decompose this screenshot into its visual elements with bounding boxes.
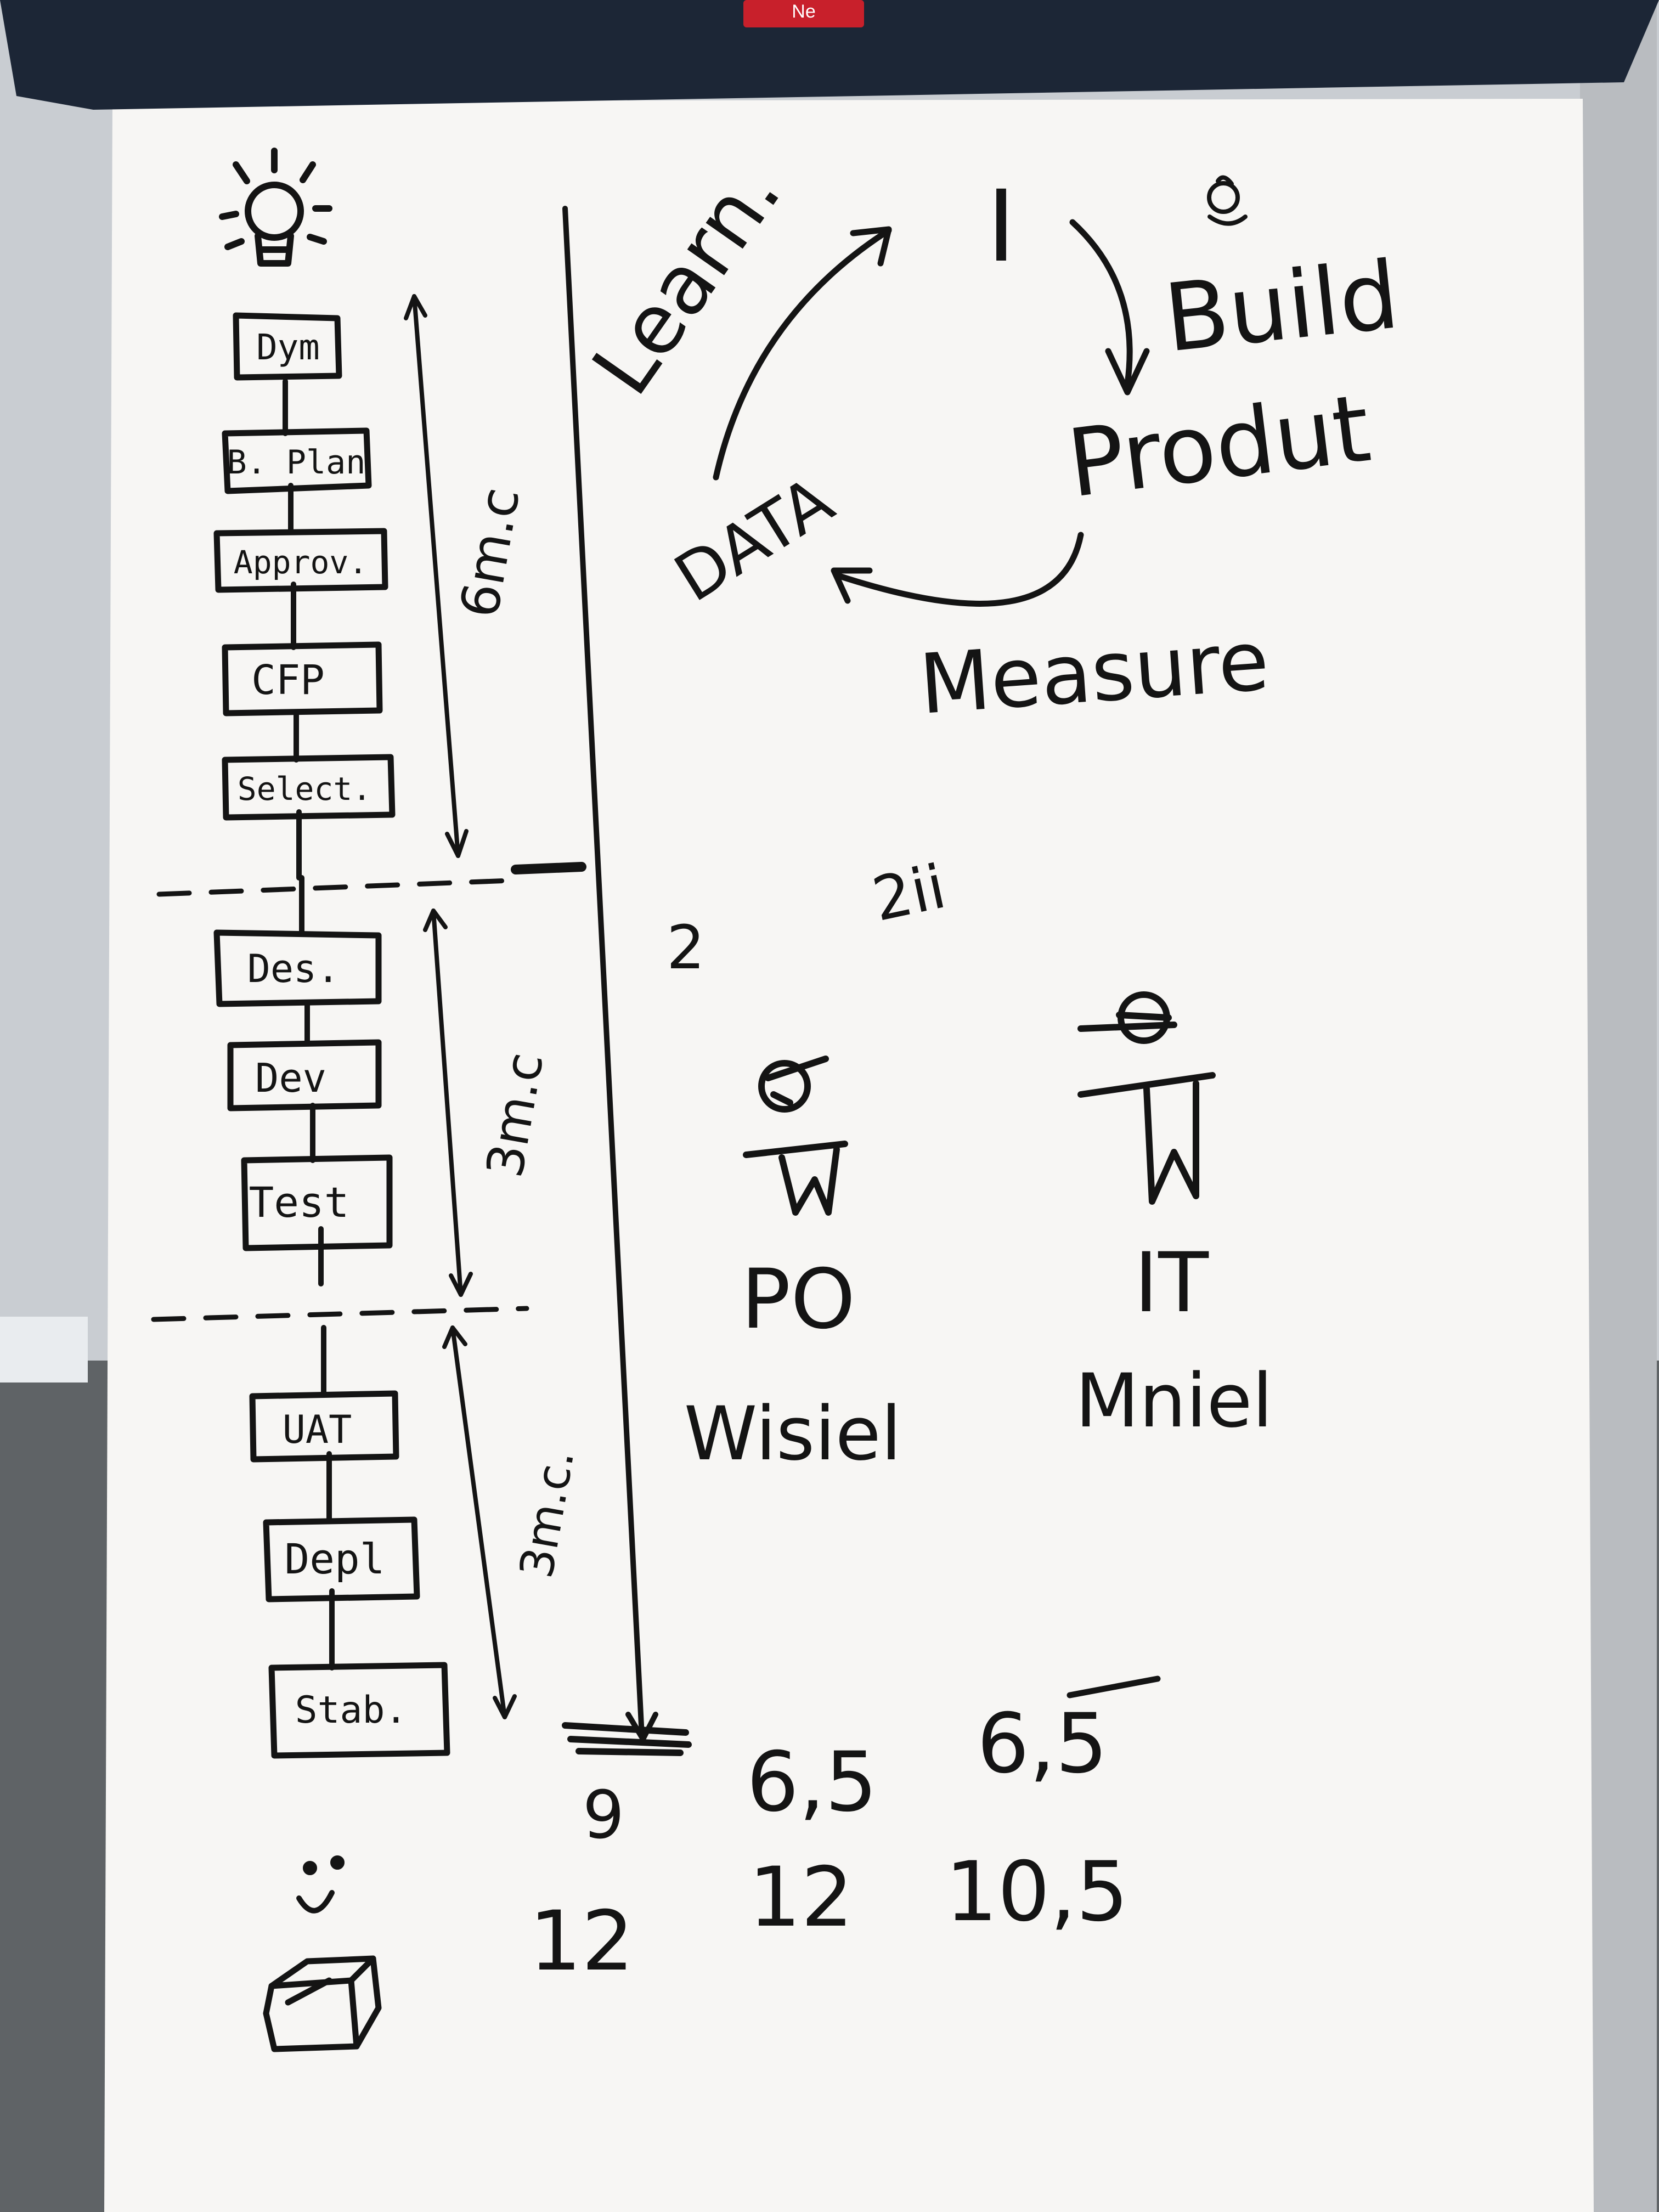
svg-text:Stab.: Stab. — [295, 1689, 408, 1732]
flow-step-bplan: B. Plan — [222, 427, 372, 494]
svg-text:Select.: Select. — [238, 770, 371, 808]
cycle-arrows — [713, 219, 1150, 607]
flow-connectors — [283, 379, 335, 1671]
total-timeline-top: 9 — [583, 1778, 624, 1854]
brand-tab — [743, 0, 864, 27]
svg-text:Dev: Dev — [255, 1055, 326, 1101]
cycle-center-label: I — [986, 170, 1015, 284]
person-it-name: Mniel — [1075, 1358, 1273, 1444]
person-po-role: PO — [741, 1252, 856, 1347]
flipchart-paper — [104, 99, 1594, 2212]
svg-text:Test: Test — [249, 1178, 349, 1227]
svg-text:B. Plan: B. Plan — [227, 443, 366, 482]
flow-step-des: Des. — [213, 929, 382, 1007]
phase-divider-1 — [156, 878, 513, 897]
svg-text:Depl: Depl — [284, 1534, 385, 1583]
svg-text:UAT: UAT — [283, 1407, 352, 1452]
flow-step-dym: Dym — [233, 312, 342, 381]
flow-step-test: Test — [241, 1154, 393, 1251]
mark-two-ii: 2ii — [867, 851, 952, 935]
total-it-top: 6,5 — [977, 1696, 1108, 1792]
smiley-icon — [296, 1855, 345, 1914]
brand-tab-text: Ne — [792, 1, 815, 22]
phase-divider-2 — [151, 1306, 529, 1322]
box-icon — [263, 1955, 382, 2052]
timeline — [511, 206, 692, 1756]
mark-small-two: 2 — [667, 912, 705, 983]
svg-text:Approv.: Approv. — [234, 544, 368, 581]
flow-step-cfp: CFP — [222, 641, 383, 716]
person-it-role: IT — [1134, 1235, 1209, 1331]
person-po-icon — [743, 1056, 848, 1216]
flow-step-select: Select. — [222, 754, 396, 821]
process-flow: Dym B. Plan Approv. CFP Select. Des. Dev — [151, 312, 529, 1759]
total-it-overline — [1066, 1675, 1161, 1699]
svg-text:Dym: Dym — [256, 328, 320, 368]
lightbulb-icon — [219, 148, 332, 267]
total-po-top: 6,5 — [747, 1735, 878, 1830]
flow-step-dev: Dev — [227, 1039, 382, 1111]
duration-arrows — [404, 294, 517, 1719]
flow-step-uat: UAT — [249, 1390, 399, 1463]
total-po-bottom: 12 — [749, 1850, 854, 1945]
svg-text:CFP: CFP — [251, 657, 325, 704]
svg-text:Des.: Des. — [247, 946, 340, 991]
flow-step-approv: Approv. — [213, 528, 388, 593]
flow-step-depl: Depl — [263, 1516, 420, 1602]
total-timeline-bottom: 12 — [529, 1894, 634, 1989]
cycle-build-label: Build — [1160, 241, 1404, 374]
flow-step-stab: Stab. — [268, 1662, 450, 1759]
person-po-name: Wisiel — [684, 1391, 901, 1477]
flipchart-header-bar — [0, 0, 1659, 110]
idea-doodle-icon — [1207, 175, 1248, 226]
total-it-bottom: 10,5 — [945, 1844, 1128, 1940]
person-it-icon — [1077, 991, 1216, 1205]
